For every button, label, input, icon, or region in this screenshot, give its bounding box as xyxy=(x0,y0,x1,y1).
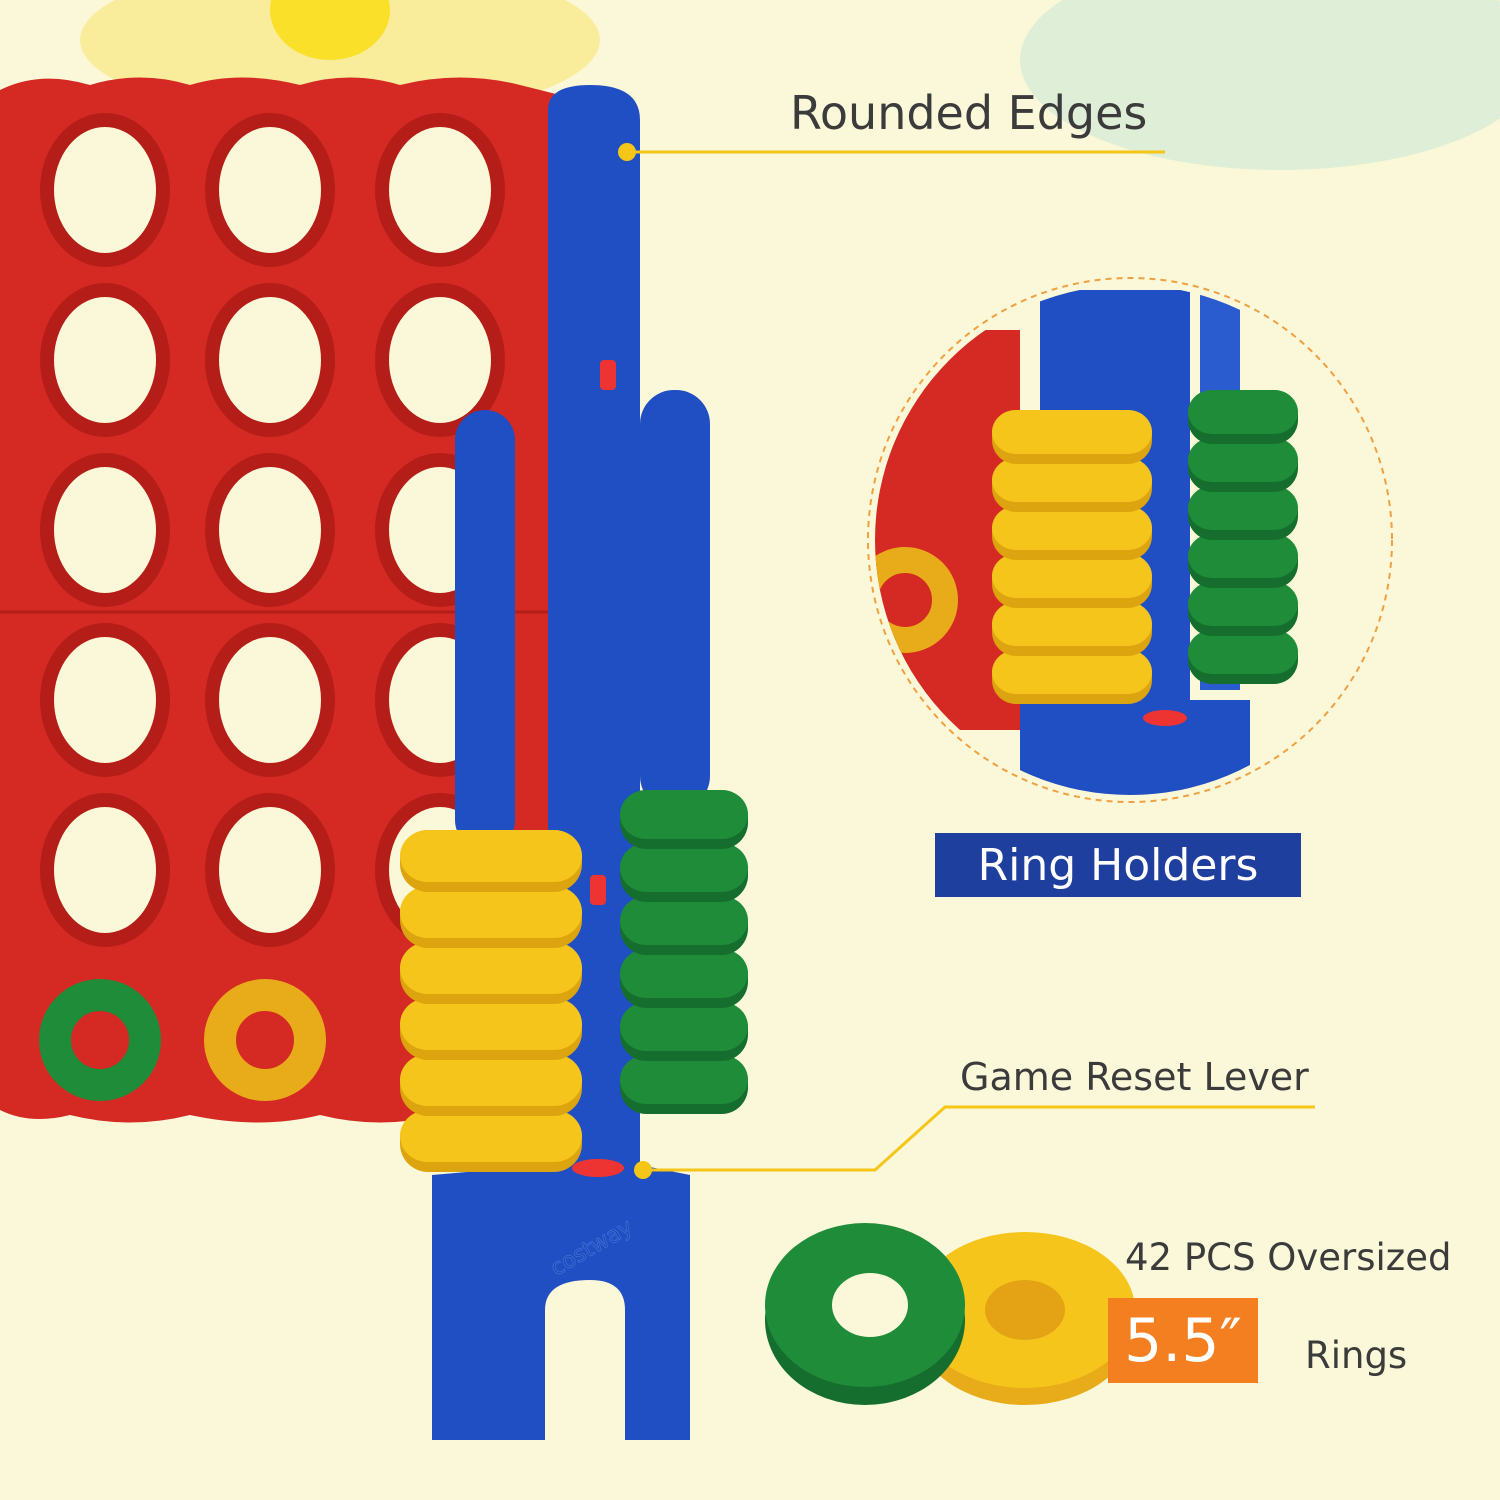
board-hole xyxy=(40,283,170,437)
ring-size-badge: 5.5″ xyxy=(1108,1298,1258,1383)
ring xyxy=(620,949,748,998)
ring xyxy=(992,410,1152,454)
board-hole xyxy=(375,113,505,267)
green-ring-in-board xyxy=(39,979,161,1101)
yellow-ring-in-board xyxy=(204,979,326,1101)
ring xyxy=(1188,630,1298,674)
ring xyxy=(400,942,582,994)
board-hole xyxy=(40,453,170,607)
ring xyxy=(1188,582,1298,626)
board-hole xyxy=(375,283,505,437)
ring xyxy=(620,790,748,839)
ring xyxy=(620,1055,748,1104)
ring xyxy=(1188,534,1298,578)
ring-holders-label: Ring Holders xyxy=(935,833,1301,897)
ring xyxy=(992,602,1152,646)
ring xyxy=(992,650,1152,694)
ring xyxy=(1188,486,1298,530)
callout-lines xyxy=(627,150,1315,1172)
board-hole xyxy=(40,113,170,267)
ring-holder-closeup xyxy=(867,277,1393,803)
rounded-edges-label: Rounded Edges xyxy=(790,86,1148,140)
board-hole xyxy=(205,113,335,267)
green-ring-stack xyxy=(620,790,748,1114)
ring xyxy=(1188,438,1298,482)
board-hole xyxy=(205,793,335,947)
board-hole xyxy=(205,623,335,777)
game-reset-lever-label: Game Reset Lever xyxy=(960,1055,1309,1099)
yellow-ring-stack xyxy=(400,830,582,1172)
ring xyxy=(620,896,748,945)
board-hole xyxy=(205,283,335,437)
rounded-edges-marker xyxy=(618,143,636,161)
ring xyxy=(400,1054,582,1106)
reset-lever-marker xyxy=(634,1161,652,1179)
board-hole xyxy=(40,793,170,947)
board-hole xyxy=(205,453,335,607)
ring xyxy=(400,1110,582,1162)
ring xyxy=(620,1002,748,1051)
background-sun xyxy=(270,0,390,60)
board-hole xyxy=(40,623,170,777)
ring xyxy=(992,506,1152,550)
background-cloud xyxy=(1020,0,1500,170)
ring xyxy=(1188,390,1298,434)
rings-count-label: 42 PCS Oversized xyxy=(1125,1236,1452,1279)
ring xyxy=(400,886,582,938)
ring xyxy=(400,998,582,1050)
ring xyxy=(992,554,1152,598)
ring xyxy=(400,830,582,882)
sample-rings xyxy=(765,1223,1135,1405)
ring xyxy=(620,843,748,892)
ring xyxy=(992,458,1152,502)
rings-label: Rings xyxy=(1305,1334,1408,1377)
